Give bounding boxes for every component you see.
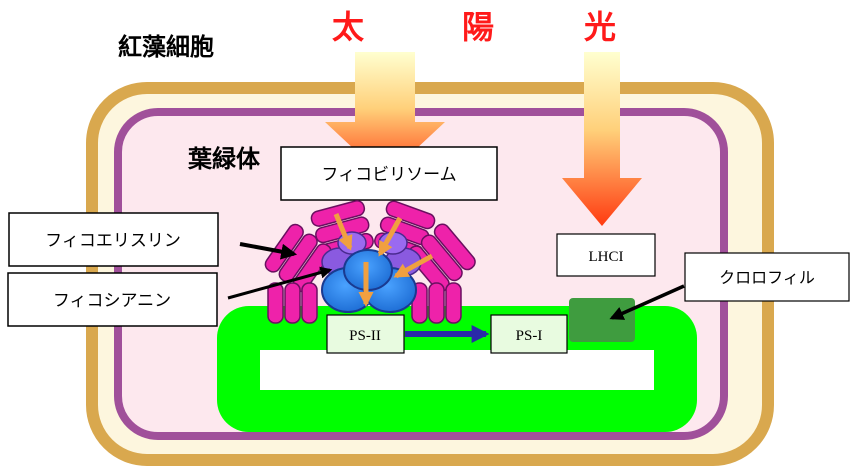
ps1-label: PS-I — [516, 328, 543, 344]
phycoerythrin-pointer — [239, 242, 298, 260]
lhci-label: LHCI — [589, 249, 624, 265]
ps2-label: PS-II — [349, 328, 381, 344]
lhci-box — [556, 233, 656, 277]
ps1-box — [490, 314, 568, 354]
phycocyanin-box — [7, 272, 218, 327]
sun-char-2: 陽 — [462, 8, 494, 46]
phycobilisome-label: フィコビリソーム — [321, 165, 456, 185]
ps2-box — [326, 314, 405, 354]
chlorophyll-box — [684, 252, 850, 302]
phycocyanin-pointer — [227, 266, 333, 300]
sun-char-1: 太 — [332, 8, 364, 46]
phycobilisome-core — [321, 249, 417, 313]
chlorophyll-label: クロロフィル — [719, 268, 815, 287]
sunlight-arrow-right — [562, 52, 642, 226]
phycobilisome-box — [280, 146, 498, 201]
chlorophyll-pointer — [609, 284, 685, 320]
thylakoid-lumen — [260, 350, 654, 390]
phycocyanin-label: フィコシアニン — [53, 291, 171, 311]
phycoerythrin-label: フィコエリスリン — [45, 231, 181, 251]
chlorophyll-block — [569, 298, 635, 342]
sun-char-3: 光 — [584, 8, 616, 46]
cell-title: 紅藻細胞 — [118, 33, 214, 61]
energy-transfer-arrows — [333, 213, 434, 307]
phycoerythrin-box — [8, 212, 219, 267]
chloroplast-label: 葉緑体 — [187, 145, 261, 173]
